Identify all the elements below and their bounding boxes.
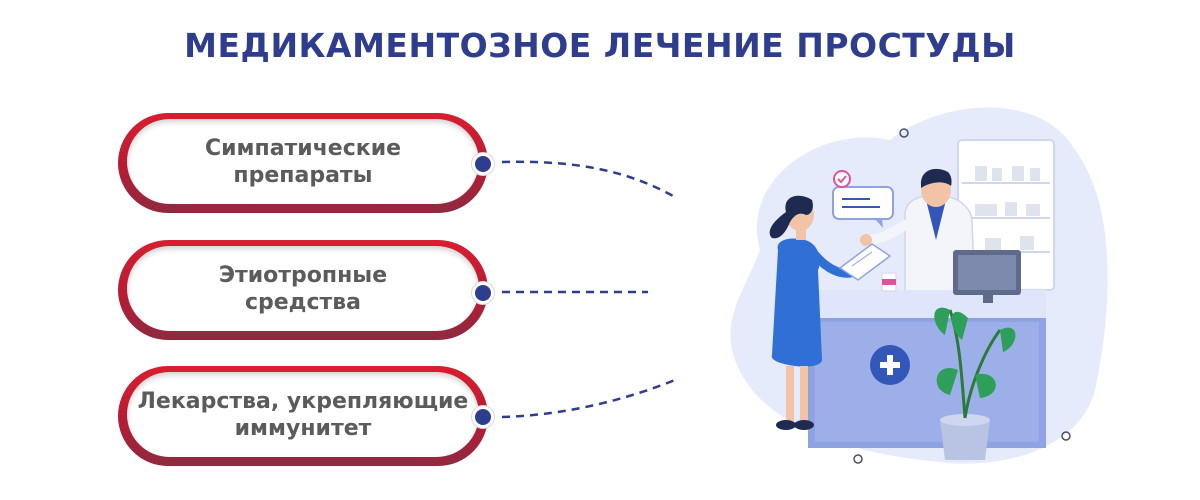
pharmacy-counter: [808, 290, 1046, 448]
connector-line: [501, 160, 676, 199]
page-title: МЕДИКАМЕНТОЗНОЕ ЛЕЧЕНИЕ ПРОСТУДЫ: [184, 26, 1016, 65]
medical-cross-icon: [870, 345, 910, 385]
connector-dot: [472, 282, 494, 304]
prescription-paper-icon: [838, 243, 892, 281]
item-label: Лекарства, укрепляющие иммунитет: [137, 388, 469, 441]
chat-bubble-icon: [832, 186, 894, 228]
connector-dot: [472, 406, 494, 428]
decor-circle: [853, 454, 863, 464]
plant-icon: [934, 307, 1016, 460]
item-pill-inner: Симпатические препараты: [127, 119, 479, 204]
item-pill-inner: Лекарства, укрепляющие иммунитет: [127, 372, 479, 457]
check-icon: [833, 170, 851, 188]
connector-dot: [472, 153, 494, 175]
item-pill-sympathetic: Симпатические препараты: [118, 113, 488, 213]
item-label: Этиотропные средства: [218, 262, 388, 315]
connector-line: [501, 378, 676, 419]
monitor-icon: [953, 250, 1021, 303]
item-pill-inner: Этиотропные средства: [127, 246, 479, 331]
item-pill-immune: Лекарства, укрепляющие иммунитет: [118, 366, 488, 466]
decor-circle: [1061, 431, 1071, 441]
decor-circle: [899, 128, 909, 138]
customer: [769, 195, 862, 430]
item-pill-etiotropic: Этиотропные средства: [118, 240, 488, 340]
item-label: Симпатические препараты: [204, 135, 402, 188]
medicine-jar-icon: [881, 272, 897, 292]
